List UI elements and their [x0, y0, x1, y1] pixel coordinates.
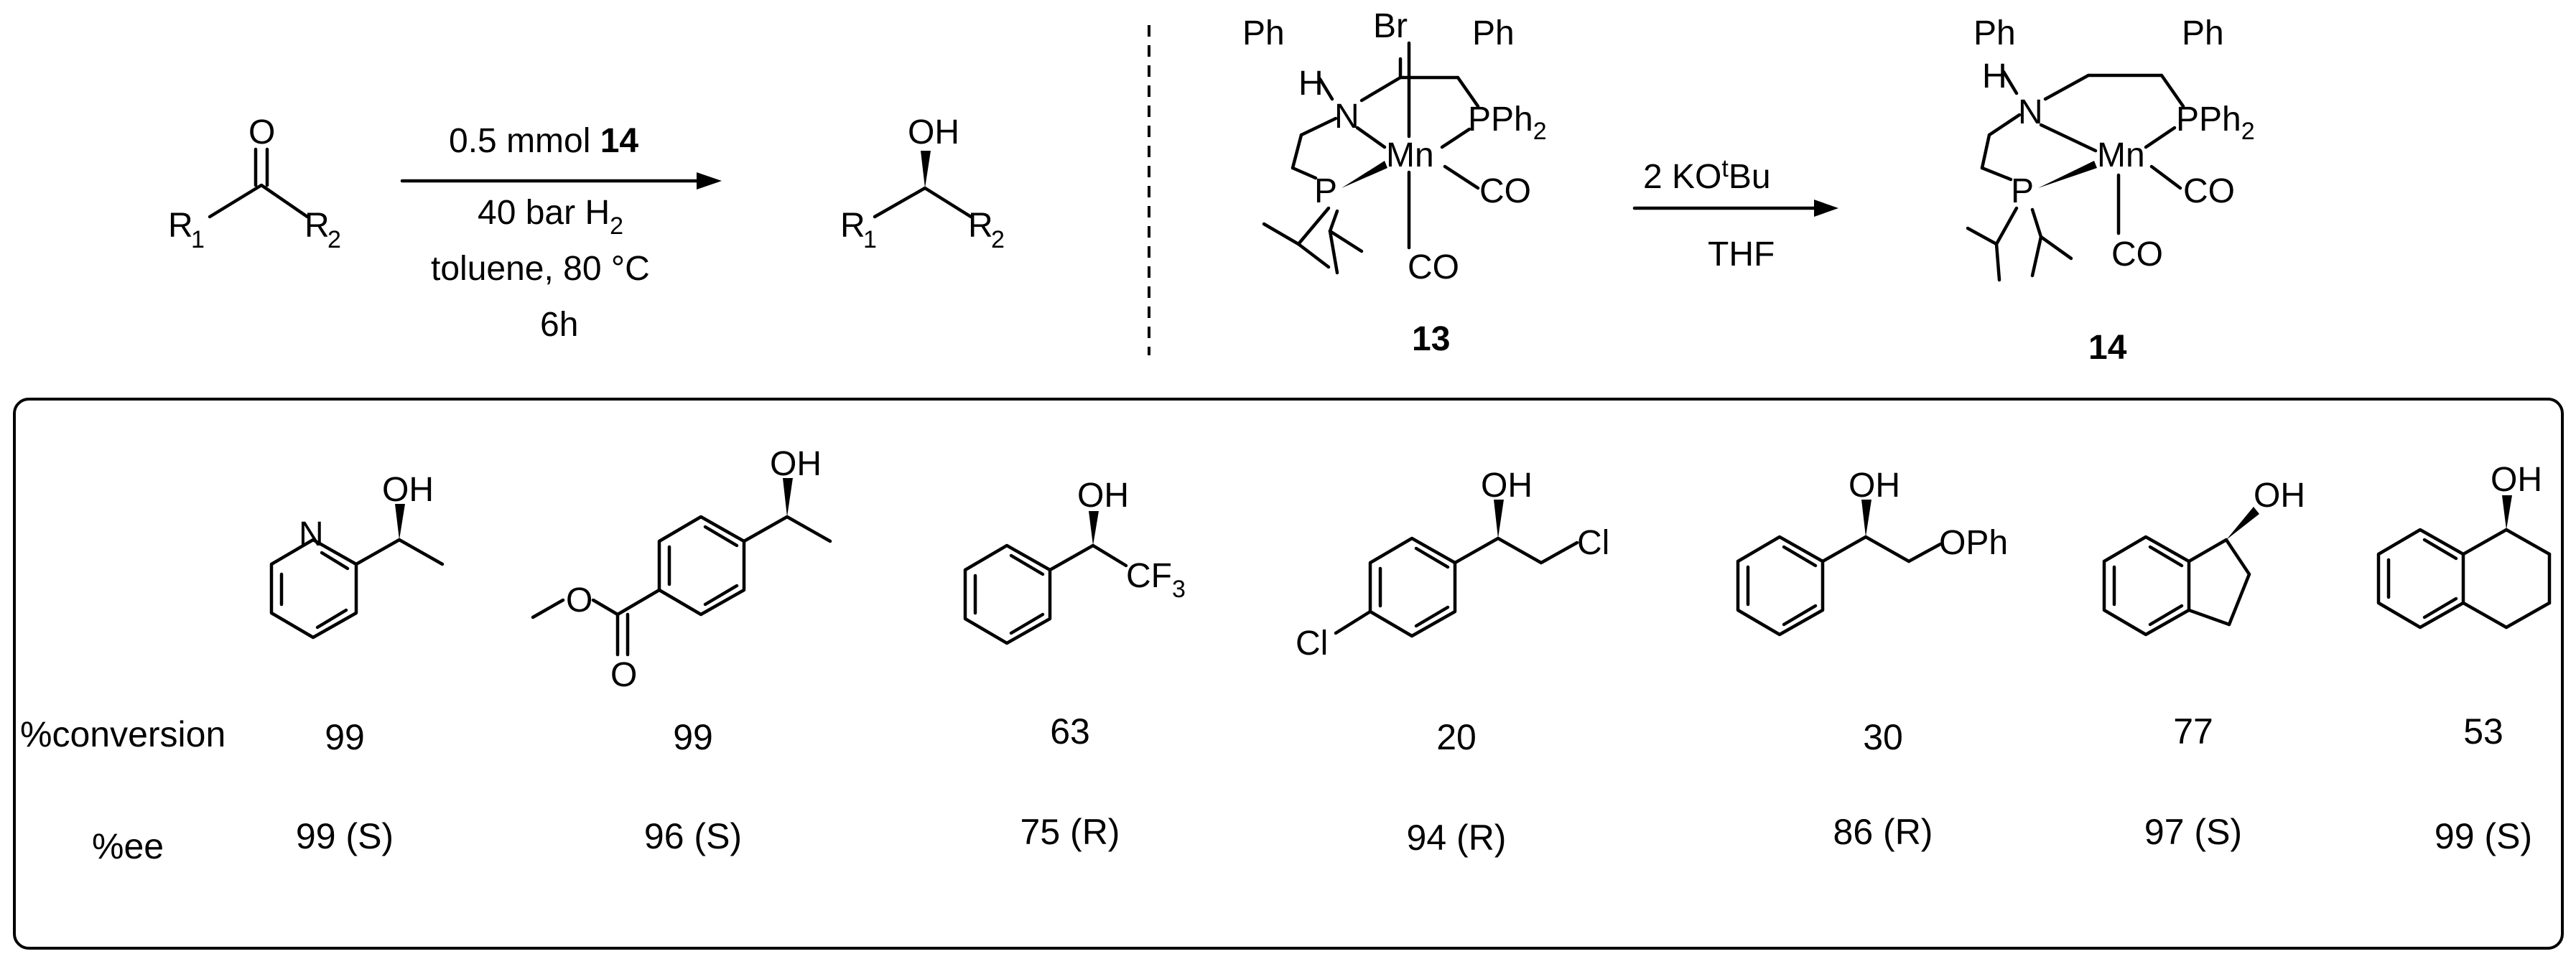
svg-text:2: 2 [991, 226, 1005, 253]
hydrogenation-arrow [400, 172, 722, 189]
svg-text:Mn: Mn [2097, 136, 2145, 174]
product-5-structure: OH OPh [1736, 467, 2008, 637]
svg-text:OH: OH [2491, 461, 2542, 499]
svg-text:6h: 6h [540, 306, 578, 344]
svg-text:Cl: Cl [1296, 624, 1328, 663]
svg-text:H: H [1298, 65, 1324, 103]
product-2-structure: OH O O [531, 445, 832, 694]
complex-14: Ph Ph H N PPh2 Mn P CO CO 14 [1966, 14, 2255, 367]
atom-r1: R [168, 207, 193, 245]
svg-text:N: N [299, 515, 324, 553]
complex-13-label: 13 [1412, 320, 1450, 358]
svg-text:OH: OH [382, 471, 434, 509]
ee-value: 94 (R) [1407, 818, 1507, 858]
svg-text:O: O [610, 656, 637, 694]
svg-text:Ph: Ph [1472, 14, 1515, 52]
conversion-value: 30 [1863, 717, 1903, 757]
svg-text:Br: Br [1373, 7, 1408, 45]
svg-text:OH: OH [770, 445, 822, 483]
product-6-structure: OH [2102, 477, 2305, 637]
conversion-value: 99 [325, 717, 365, 757]
product-3-structure: OH CF3 [963, 477, 1186, 645]
svg-text:PPh2: PPh2 [1468, 100, 1547, 145]
svg-text:0.5 mmol 14: 0.5 mmol 14 [449, 122, 638, 160]
row-label-conversion: %conversion [20, 714, 225, 754]
svg-text:OH: OH [1077, 477, 1129, 515]
svg-text:40 bar H2: 40 bar H2 [478, 194, 623, 240]
conversion-value: 77 [2173, 711, 2213, 752]
ee-value: 86 (R) [1833, 812, 1933, 852]
ketone-substrate: O R 1 R 2 [168, 113, 341, 253]
complex-14-label: 14 [2088, 329, 2127, 367]
product-7-structure: OH [2376, 461, 2552, 630]
conversion-value: 53 [2463, 711, 2503, 752]
svg-text:Ph: Ph [1242, 14, 1285, 52]
svg-text:CF3: CF3 [1126, 557, 1186, 603]
ee-value: 75 (R) [1020, 812, 1120, 852]
conversion-value: 99 [673, 717, 713, 757]
hydrogenation-conditions: 0.5 mmol 14 40 bar H2 toluene, 80 °C 6h [431, 122, 650, 344]
svg-text:Mn: Mn [1386, 136, 1434, 174]
atom-o: O [248, 113, 275, 151]
atom-r1-sub: 1 [191, 226, 205, 253]
deprotonation-arrow: 2 KOtBu THF [1632, 155, 1838, 273]
atom-oh: OH [908, 113, 959, 151]
atom-r2: R [304, 207, 330, 245]
product-1-structure: N OH [269, 471, 445, 640]
ee-value: 96 (S) [644, 816, 742, 856]
svg-text:Cl: Cl [1577, 524, 1609, 562]
svg-text:P: P [1314, 172, 1337, 210]
svg-text:OH: OH [1849, 467, 1900, 505]
svg-text:OH: OH [1481, 467, 1533, 505]
svg-text:R: R [840, 207, 865, 245]
svg-text:OPh: OPh [1939, 524, 2008, 562]
alcohol-product: OH R 1 R 2 [840, 113, 1005, 253]
svg-text:PPh2: PPh2 [2176, 100, 2255, 145]
svg-text:N: N [2018, 93, 2043, 131]
svg-text:2 KOtBu: 2 KOtBu [1643, 155, 1771, 196]
svg-text:CO: CO [1479, 172, 1531, 210]
svg-text:CO: CO [1408, 248, 1459, 286]
svg-text:CO: CO [2183, 172, 2235, 210]
conversion-value: 63 [1050, 711, 1090, 752]
svg-text:N: N [1334, 98, 1359, 136]
svg-text:THF: THF [1708, 235, 1775, 273]
ee-value: 97 (S) [2144, 812, 2242, 852]
svg-text:R: R [968, 207, 993, 245]
product-4-structure: OH Cl Cl [1296, 467, 1609, 663]
ee-value: 99 (S) [2435, 816, 2532, 856]
svg-text:Ph: Ph [2182, 14, 2224, 52]
svg-text:Ph: Ph [1973, 14, 2016, 52]
svg-text:P: P [2011, 172, 2034, 210]
svg-text:O: O [566, 581, 592, 619]
conversion-value: 20 [1436, 717, 1477, 757]
ee-values: 99 (S) 96 (S) 75 (R) 94 (R) 86 (R) 97 (S… [296, 812, 2532, 858]
svg-text:toluene, 80 °C: toluene, 80 °C [431, 250, 650, 288]
complex-13: Ph Br Ph H N PPh2 Mn P CO CO 13 [1242, 7, 1547, 358]
svg-text:H: H [1982, 57, 2007, 95]
svg-text:OH: OH [2254, 477, 2305, 515]
row-label-ee: %ee [92, 826, 164, 866]
substrate-table-frame [13, 398, 2564, 950]
svg-text:1: 1 [863, 226, 877, 253]
atom-r2-sub: 2 [327, 226, 341, 253]
svg-text:CO: CO [2111, 235, 2163, 273]
ee-value: 99 (S) [296, 816, 394, 856]
conversion-values: 99 99 63 20 30 77 53 [325, 711, 2503, 757]
